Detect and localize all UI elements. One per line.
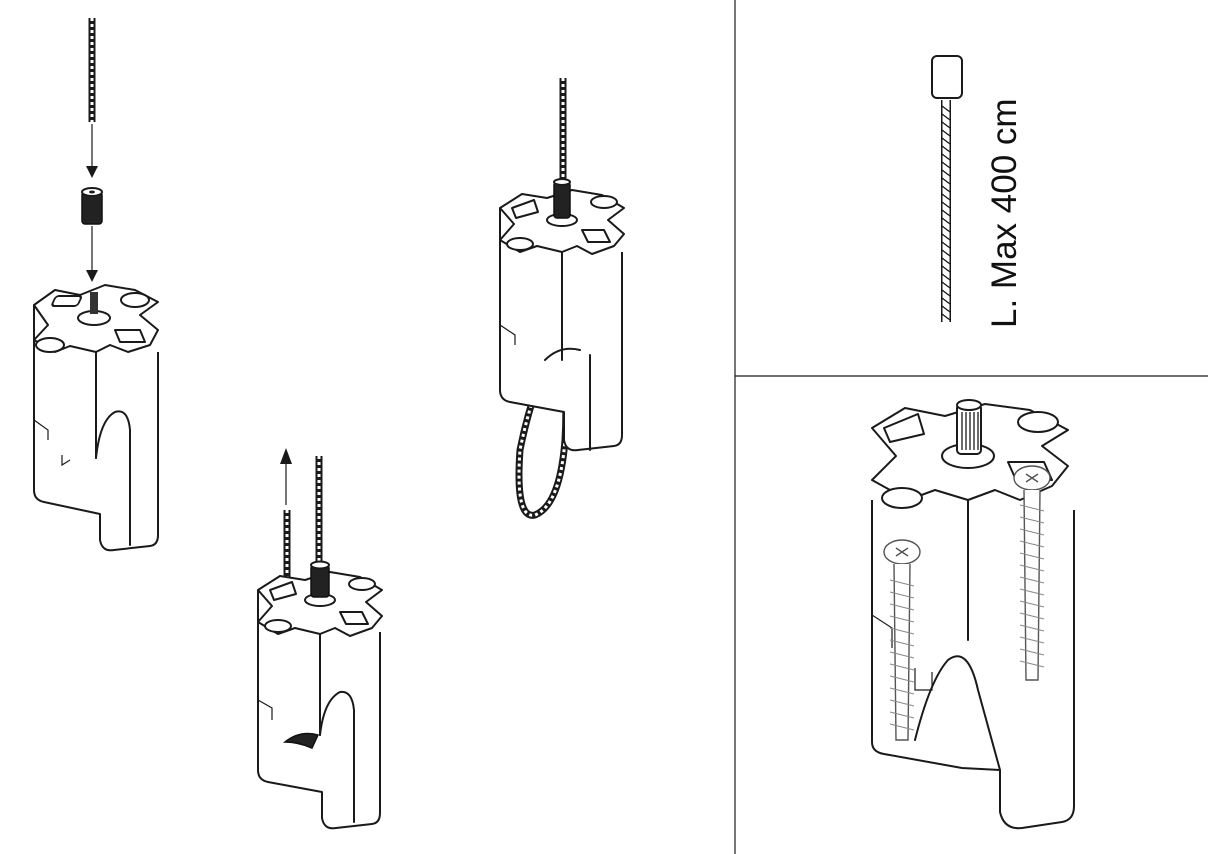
max-length-text: L. Max 400 cm [985, 98, 1024, 328]
screw-right [1013, 465, 1051, 681]
step-2-pull-cable [257, 448, 383, 830]
step-3-cable-loop [499, 78, 625, 519]
post-profile [257, 560, 383, 830]
post-profile [499, 178, 625, 452]
cable-end-cap [931, 55, 963, 99]
ferrule [81, 187, 103, 225]
max-length-label: L. Max 400 cm [985, 48, 1025, 328]
step-1-insert-ferrule [33, 18, 159, 552]
post-with-screws [871, 399, 1075, 830]
cable-length-spec [931, 55, 963, 322]
post-profile [33, 284, 159, 552]
screw-left [883, 539, 921, 741]
